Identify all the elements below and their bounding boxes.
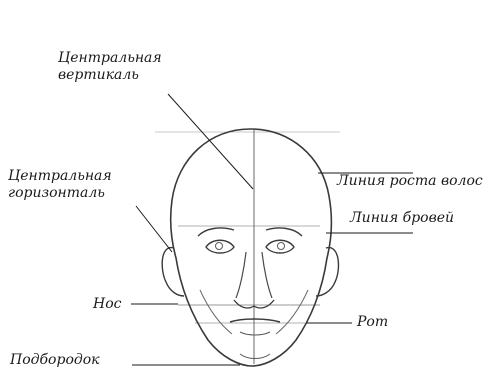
lower-lip [240,332,270,335]
right-brow [266,228,302,236]
nose-right [262,252,272,298]
pointer-central-vertical [168,94,253,189]
nose-left [236,252,246,298]
label-central-horizontal: Центральная горизонталь [8,168,112,202]
label-mouth: Рот [357,314,388,331]
label-central-vertical-line1: Центральная [58,50,162,67]
head-outline [171,129,332,366]
left-cheek-line [200,290,232,334]
label-central-horizontal-line2: горизонталь [8,185,112,202]
chin-curve [240,354,270,359]
label-central-horizontal-line1: Центральная [8,168,112,185]
left-pupil [216,243,223,250]
left-ear [162,248,184,296]
label-hairline: Линия роста волос [337,173,483,190]
label-chin: Подбородок [10,352,100,369]
label-central-vertical: Центральная вертикаль [58,50,162,84]
right-pupil [278,243,285,250]
pointer-central-horizontal [136,206,172,252]
mouth [230,319,280,322]
left-brow [198,228,234,236]
label-nose: Нос [93,296,121,313]
label-brow-line: Линия бровей [350,210,454,227]
label-central-vertical-line2: вертикаль [58,67,162,84]
